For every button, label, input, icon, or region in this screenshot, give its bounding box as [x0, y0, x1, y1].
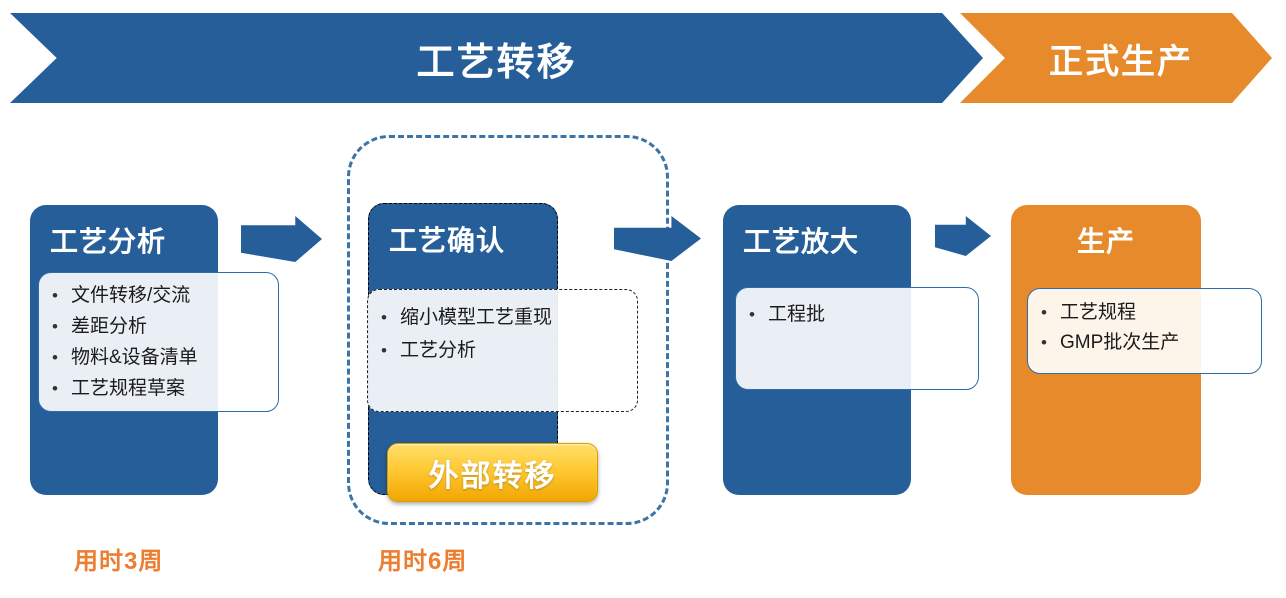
- arrow-right-icon: [241, 216, 322, 262]
- list-item: • 缩小模型工艺重现: [368, 301, 637, 334]
- duration-label-stage2: 用时6周: [378, 548, 468, 575]
- list-item: • 工程批: [736, 299, 978, 330]
- list-item-label: 差距分析: [71, 316, 148, 337]
- list-item: • GMP批次生产: [1028, 328, 1261, 358]
- duration-label-stage1: 用时3周: [74, 548, 164, 575]
- list-item-label: 缩小模型工艺重现: [400, 307, 553, 328]
- stage-detail-panel: • 工艺规程 • GMP批次生产: [1027, 288, 1262, 374]
- bullet-icon: •: [1041, 303, 1047, 322]
- phase-banner-label: 正式生产: [1049, 42, 1193, 81]
- stage-detail-panel: • 工程批: [735, 287, 979, 390]
- list-item-label: 工艺规程草案: [71, 378, 186, 399]
- list-item: • 文件转移/交流: [39, 280, 278, 311]
- list-item: • 物料&设备清单: [39, 342, 278, 373]
- stage-title: 工艺分析: [50, 226, 167, 257]
- bullet-icon: •: [52, 379, 58, 398]
- stage-title: 工艺确认: [389, 225, 506, 256]
- list-item-label: 文件转移/交流: [71, 285, 191, 306]
- bullet-icon: •: [749, 305, 755, 324]
- list-item: • 差距分析: [39, 311, 278, 342]
- list-item: • 工艺规程草案: [39, 373, 278, 404]
- list-item-label: 工程批: [768, 304, 826, 325]
- stage-title: 生产: [1076, 226, 1135, 257]
- phase-banner-label: 工艺转移: [416, 41, 577, 84]
- phase-banner-formal-production: 正式生产: [960, 13, 1272, 103]
- external-transfer-badge: 外部转移: [387, 443, 598, 502]
- bullet-icon: •: [52, 317, 58, 336]
- badge-label: 外部转移: [428, 459, 557, 493]
- list-item-label: 工艺规程: [1060, 302, 1137, 323]
- list-item-label: 物料&设备清单: [71, 347, 198, 368]
- arrow-right-icon: [935, 216, 991, 256]
- list-item-label: 工艺分析: [400, 340, 477, 361]
- external-transfer-dashed-group: [347, 135, 669, 525]
- bullet-icon: •: [381, 341, 387, 360]
- bullet-icon: •: [1041, 333, 1047, 352]
- stage-detail-panel: • 文件转移/交流 • 差距分析 • 物料&设备清单 • 工艺规程草案: [38, 272, 279, 412]
- list-item: • 工艺分析: [368, 334, 637, 367]
- bullet-icon: •: [52, 286, 58, 305]
- list-item: • 工艺规程: [1028, 298, 1261, 328]
- phase-banner-process-transfer: 工艺转移: [10, 13, 983, 103]
- bullet-icon: •: [381, 308, 387, 327]
- bullet-icon: •: [52, 348, 58, 367]
- stage-title: 工艺放大: [743, 226, 860, 257]
- stage-detail-panel: • 缩小模型工艺重现 • 工艺分析: [367, 289, 638, 412]
- list-item-label: GMP批次生产: [1060, 332, 1180, 353]
